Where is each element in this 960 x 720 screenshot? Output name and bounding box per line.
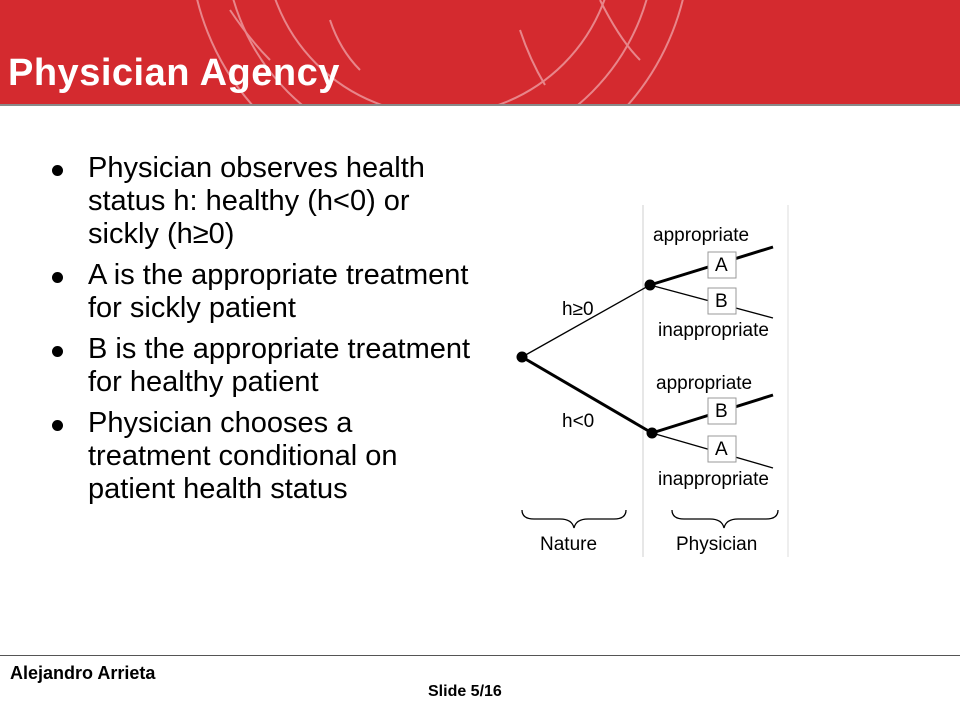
bullet-text: Physician observes health status h: heal… [88, 152, 425, 250]
university-seal-watermark [196, 0, 684, 104]
lower-bottom-box-label: A [715, 439, 728, 460]
upper-bottom-box-label: B [715, 291, 728, 312]
lower-top-box-label: B [715, 401, 728, 422]
footer-divider [0, 655, 960, 656]
decision-tree-diagram: h≥0 h<0 appropriate inappropriate approp… [516, 205, 789, 557]
slide-header: Physician Agency [0, 0, 960, 104]
bullet-dot-icon [52, 420, 63, 431]
header-divider [0, 104, 960, 106]
treatment-box [707, 287, 737, 315]
lower-physician-node [646, 427, 658, 439]
physician-label: Physician [676, 534, 757, 555]
bullet-item: B is the appropriate treatment for healt… [52, 333, 472, 399]
treatment-box [707, 251, 737, 279]
upper-appropriate-label: appropriate [653, 225, 749, 246]
upper-branch-label: h≥0 [562, 299, 594, 320]
lower-branch-line [521, 355, 653, 435]
bullet-text: B is the appropriate treatment for healt… [88, 333, 471, 398]
slide-title: Physician Agency [8, 52, 340, 94]
slide-number: Slide 5/16 [428, 683, 502, 700]
nature-label: Nature [540, 534, 597, 555]
author-name: Alejandro Arrieta [10, 663, 156, 683]
bullet-item: A is the appropriate treatment for sickl… [52, 259, 472, 325]
lower-branch-label: h<0 [562, 411, 594, 432]
bullet-item: Physician observes health status h: heal… [52, 152, 472, 251]
bullet-text: Physician chooses a treatment conditiona… [88, 407, 398, 505]
bullet-dot-icon [52, 165, 63, 176]
nature-brace-icon [521, 509, 627, 529]
bullet-list: Physician observes health status h: heal… [52, 152, 472, 514]
nature-node [516, 351, 528, 363]
upper-top-box-label: A [715, 255, 728, 276]
bullet-text: A is the appropriate treatment for sickl… [88, 259, 469, 324]
lower-appropriate-label: appropriate [656, 373, 752, 394]
bullet-dot-icon [52, 272, 63, 283]
upper-branch-line [521, 284, 651, 358]
bullet-item: Physician chooses a treatment conditiona… [52, 407, 472, 506]
treatment-box [707, 397, 737, 425]
upper-inappropriate-label: inappropriate [658, 320, 769, 341]
lower-inappropriate-label: inappropriate [658, 469, 769, 490]
treatment-box [707, 435, 737, 463]
upper-physician-node [644, 279, 656, 291]
physician-brace-icon [671, 509, 779, 529]
bullet-dot-icon [52, 346, 63, 357]
